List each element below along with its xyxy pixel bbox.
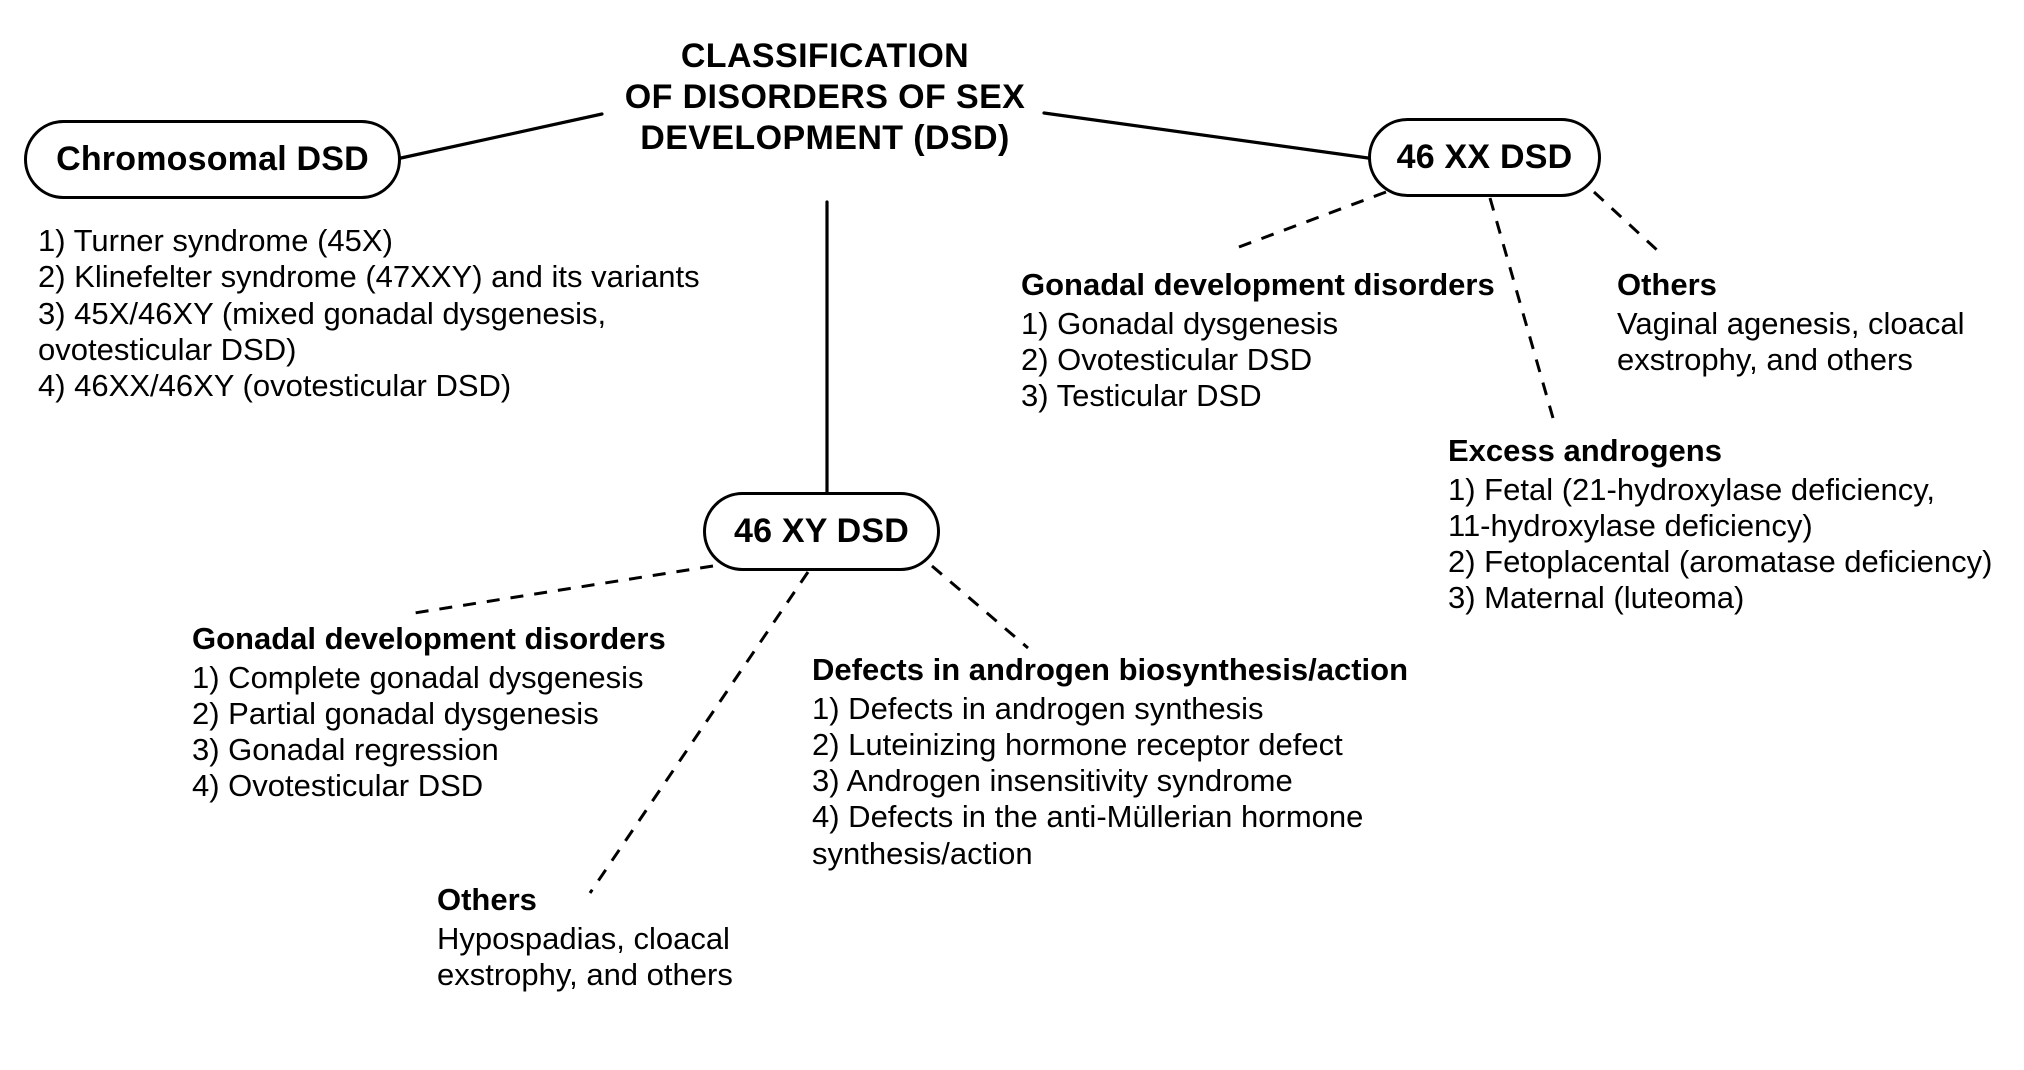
list-item: 1) Gonadal dysgenesis [1021, 305, 1339, 341]
xy-gonadal-items: 1) Complete gonadal dysgenesis 2) Partia… [192, 660, 692, 805]
node-chromosomal-dsd-label: Chromosomal DSD [56, 140, 369, 178]
list-item: 4) Ovotesticular DSD [192, 768, 484, 804]
edge-xy-to-gonadal [407, 564, 714, 616]
edge-xx-to-excess-androgens [1488, 197, 1555, 419]
list-item: 3) Testicular DSD [1021, 378, 1262, 414]
chromosomal-dsd-list: 1) Turner syndrome (45X) 2) Klinefelter … [38, 223, 758, 404]
xy-defects-items: 1) Defects in androgen synthesis 2) Lute… [812, 691, 1412, 872]
xy-others-body: Hypospadias, cloacal exstrophy, and othe… [437, 920, 733, 992]
node-46-xx-dsd[interactable]: 46 XX DSD [1368, 118, 1601, 197]
node-46-xy-dsd[interactable]: 46 XY DSD [703, 492, 940, 571]
xy-gonadal-development-disorders: Gonadal development disorders 1) Complet… [192, 619, 692, 805]
section-header: Gonadal development disorders [192, 621, 666, 656]
list-item: 1) Fetal (21-hydroxylase deficiency, 11-… [1448, 471, 1936, 543]
list-item: 3) Androgen insensitivity syndrome [812, 763, 1293, 799]
list-item: 2) Klinefelter syndrome (47XXY) and its … [38, 259, 700, 295]
xx-excess-androgens-items: 1) Fetal (21-hydroxylase deficiency, 11-… [1448, 472, 2024, 617]
edge-title-to-chromosomal [399, 112, 604, 160]
node-46-xy-dsd-label: 46 XY DSD [733, 512, 910, 550]
list-item: 3) Gonadal regression [192, 732, 499, 768]
list-item: 2) Fetoplacental (aromatase deficiency) [1448, 544, 1993, 580]
xx-gonadal-development-disorders: Gonadal development disorders 1) Gonadal… [1021, 265, 1495, 415]
xy-defects-in-androgen-biosynthesis-action: Defects in androgen biosynthesis/action … [812, 650, 1412, 872]
section-header: Others [437, 882, 537, 917]
xx-gonadal-items: 1) Gonadal dysgenesis 2) Ovotesticular D… [1021, 306, 1491, 415]
section-header: Gonadal development disorders [1021, 267, 1495, 302]
edge-xx-to-others [1592, 190, 1659, 252]
list-item: 4) Defects in the anti-Müllerian hormone… [812, 799, 1364, 871]
list-item: 2) Ovotesticular DSD [1021, 341, 1313, 377]
list-item: 1) Defects in androgen synthesis [812, 690, 1264, 726]
list-item: 3) Maternal (luteoma) [1448, 580, 1745, 616]
xy-others: Others Hypospadias, cloacal exstrophy, a… [437, 880, 837, 993]
list-item: 1) Turner syndrome (45X) [38, 223, 393, 258]
list-item: 3) 45X/46XY (mixed gonadal dysgenesis, o… [38, 295, 607, 367]
node-46-xx-dsd-label: 46 XX DSD [1396, 138, 1573, 176]
edge-title-to-xx [1042, 111, 1370, 160]
section-header: Others [1617, 267, 1717, 302]
list-item: 2) Partial gonadal dysgenesis [192, 695, 599, 731]
diagram-title: CLASSIFICATION OF DISORDERS OF SEX DEVEL… [624, 37, 1026, 157]
edge-xy-to-defects [931, 564, 1029, 650]
list-item: 1) Complete gonadal dysgenesis [192, 659, 644, 695]
edge-xx-to-gonadal [1230, 190, 1387, 252]
list-item: 4) 46XX/46XY (ovotesticular DSD) [38, 368, 512, 404]
section-header: Excess androgens [1448, 433, 1722, 468]
xx-excess-androgens: Excess androgens 1) Fetal (21-hydroxylas… [1448, 431, 2024, 617]
chromosomal-dsd-items: 1) Turner syndrome (45X) 2) Klinefelter … [38, 223, 758, 404]
node-chromosomal-dsd[interactable]: Chromosomal DSD [24, 120, 401, 199]
section-header: Defects in androgen biosynthesis/action [812, 652, 1409, 687]
xx-others: Others Vaginal agenesis, cloacal exstrop… [1617, 265, 2017, 378]
xx-others-body: Vaginal agenesis, cloacal exstrophy, and… [1617, 305, 1965, 377]
list-item: 2) Luteinizing hormone receptor defect [812, 726, 1343, 762]
